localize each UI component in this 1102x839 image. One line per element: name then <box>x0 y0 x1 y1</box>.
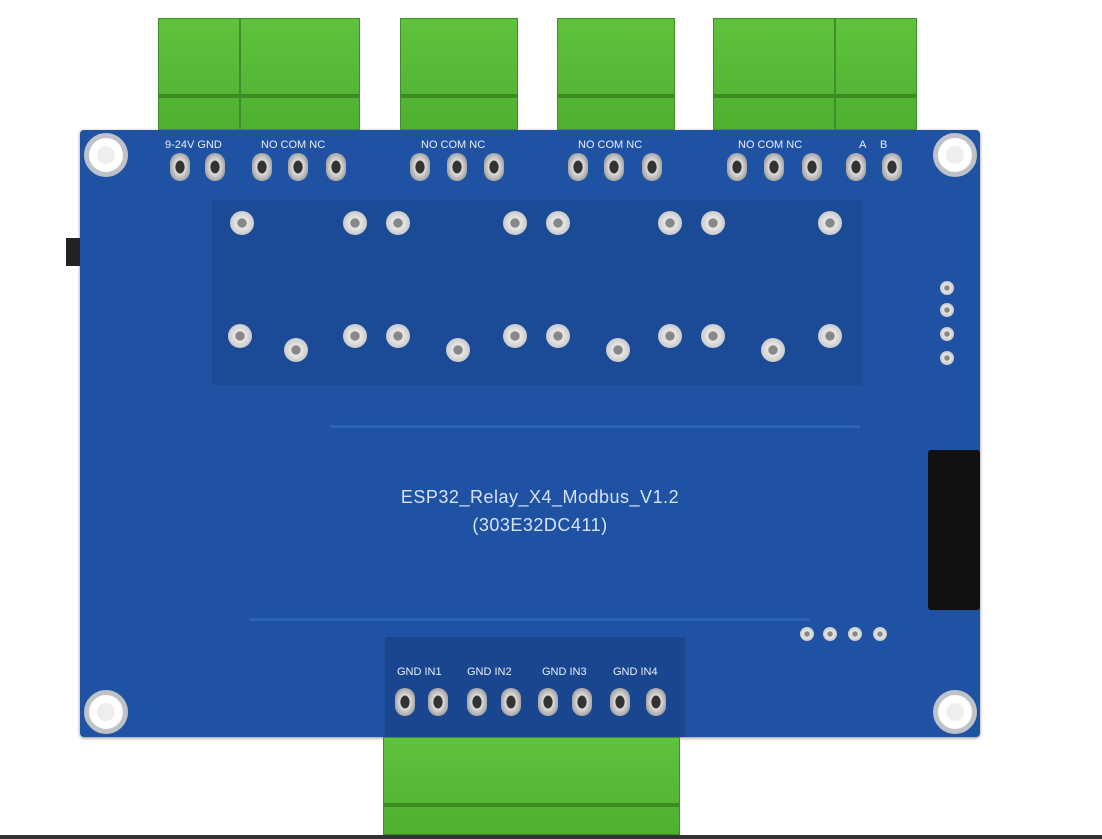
terminal-pin <box>484 153 504 181</box>
relay-area <box>212 200 862 385</box>
terminal-block-relay2 <box>400 18 518 130</box>
terminal-block-relay3 <box>557 18 675 130</box>
label-in2: GND IN2 <box>467 666 512 678</box>
board-name: ESP32_Relay_X4_Modbus_V1.2 <box>400 487 680 507</box>
relay-pad <box>658 211 682 235</box>
mounting-hole <box>84 690 128 734</box>
relay-pad <box>701 324 725 348</box>
relay-pad <box>606 338 630 362</box>
header-pin <box>848 627 862 641</box>
relay-pad <box>761 338 785 362</box>
terminal-pin <box>467 688 487 716</box>
terminal-pin <box>610 688 630 716</box>
relay-pad <box>343 211 367 235</box>
label-in3: GND IN3 <box>542 666 587 678</box>
trace <box>250 618 810 621</box>
header-pin <box>940 327 954 341</box>
relay-pad <box>818 324 842 348</box>
relay-pad <box>228 324 252 348</box>
relay-pad <box>503 324 527 348</box>
mounting-hole <box>84 133 128 177</box>
relay-pad <box>230 211 254 235</box>
relay-pad <box>284 338 308 362</box>
relay-pad <box>343 324 367 348</box>
terminal-block-relay1 <box>240 18 360 130</box>
trace <box>330 425 860 428</box>
terminal-pin <box>882 153 902 181</box>
terminal-pin <box>538 688 558 716</box>
terminal-pin <box>447 153 467 181</box>
label-relay4: NO COM NC <box>738 139 803 151</box>
terminal-pin <box>252 153 272 181</box>
mounting-hole <box>933 690 977 734</box>
mounting-hole <box>933 133 977 177</box>
header-pin <box>940 303 954 317</box>
label-relay2: NO COM NC <box>421 139 486 151</box>
label-in1: GND IN1 <box>397 666 442 678</box>
terminal-pin <box>170 153 190 181</box>
relay-pad <box>701 211 725 235</box>
relay-pad <box>818 211 842 235</box>
label-b: B <box>880 139 888 151</box>
board-code: (303E32DC411) <box>472 515 608 535</box>
relay-pad <box>446 338 470 362</box>
relay-pad <box>546 324 570 348</box>
terminal-pin <box>604 153 624 181</box>
terminal-pin <box>572 688 592 716</box>
terminal-pin <box>646 688 666 716</box>
terminal-block-relay4 <box>713 18 835 130</box>
terminal-pin <box>428 688 448 716</box>
relay-pad <box>386 324 410 348</box>
side-switch <box>66 238 80 266</box>
terminal-pin <box>288 153 308 181</box>
terminal-pin <box>642 153 662 181</box>
terminal-pin <box>568 153 588 181</box>
label-relay1: NO COM NC <box>261 139 326 151</box>
terminal-pin <box>802 153 822 181</box>
input-area <box>385 637 685 737</box>
label-relay3: NO COM NC <box>578 139 643 151</box>
terminal-block-power <box>158 18 240 130</box>
label-in4: GND IN4 <box>613 666 658 678</box>
label-power: 9-24V GND <box>165 139 222 151</box>
terminal-pin <box>501 688 521 716</box>
header-pin <box>940 281 954 295</box>
terminal-block-rs485 <box>835 18 917 130</box>
relay-pad <box>386 211 410 235</box>
terminal-pin <box>205 153 225 181</box>
relay-pad <box>546 211 570 235</box>
terminal-block-inputs <box>383 737 680 835</box>
relay-pad <box>503 211 527 235</box>
terminal-pin <box>395 688 415 716</box>
esp32-module <box>928 450 980 610</box>
bottom-bar <box>0 835 1102 839</box>
relay-pad <box>658 324 682 348</box>
header-pin <box>873 627 887 641</box>
terminal-pin <box>727 153 747 181</box>
terminal-pin <box>846 153 866 181</box>
header-pin <box>800 627 814 641</box>
terminal-pin <box>764 153 784 181</box>
header-pin <box>940 351 954 365</box>
label-a: A <box>859 139 867 151</box>
terminal-pin <box>410 153 430 181</box>
header-pin <box>823 627 837 641</box>
terminal-pin <box>326 153 346 181</box>
